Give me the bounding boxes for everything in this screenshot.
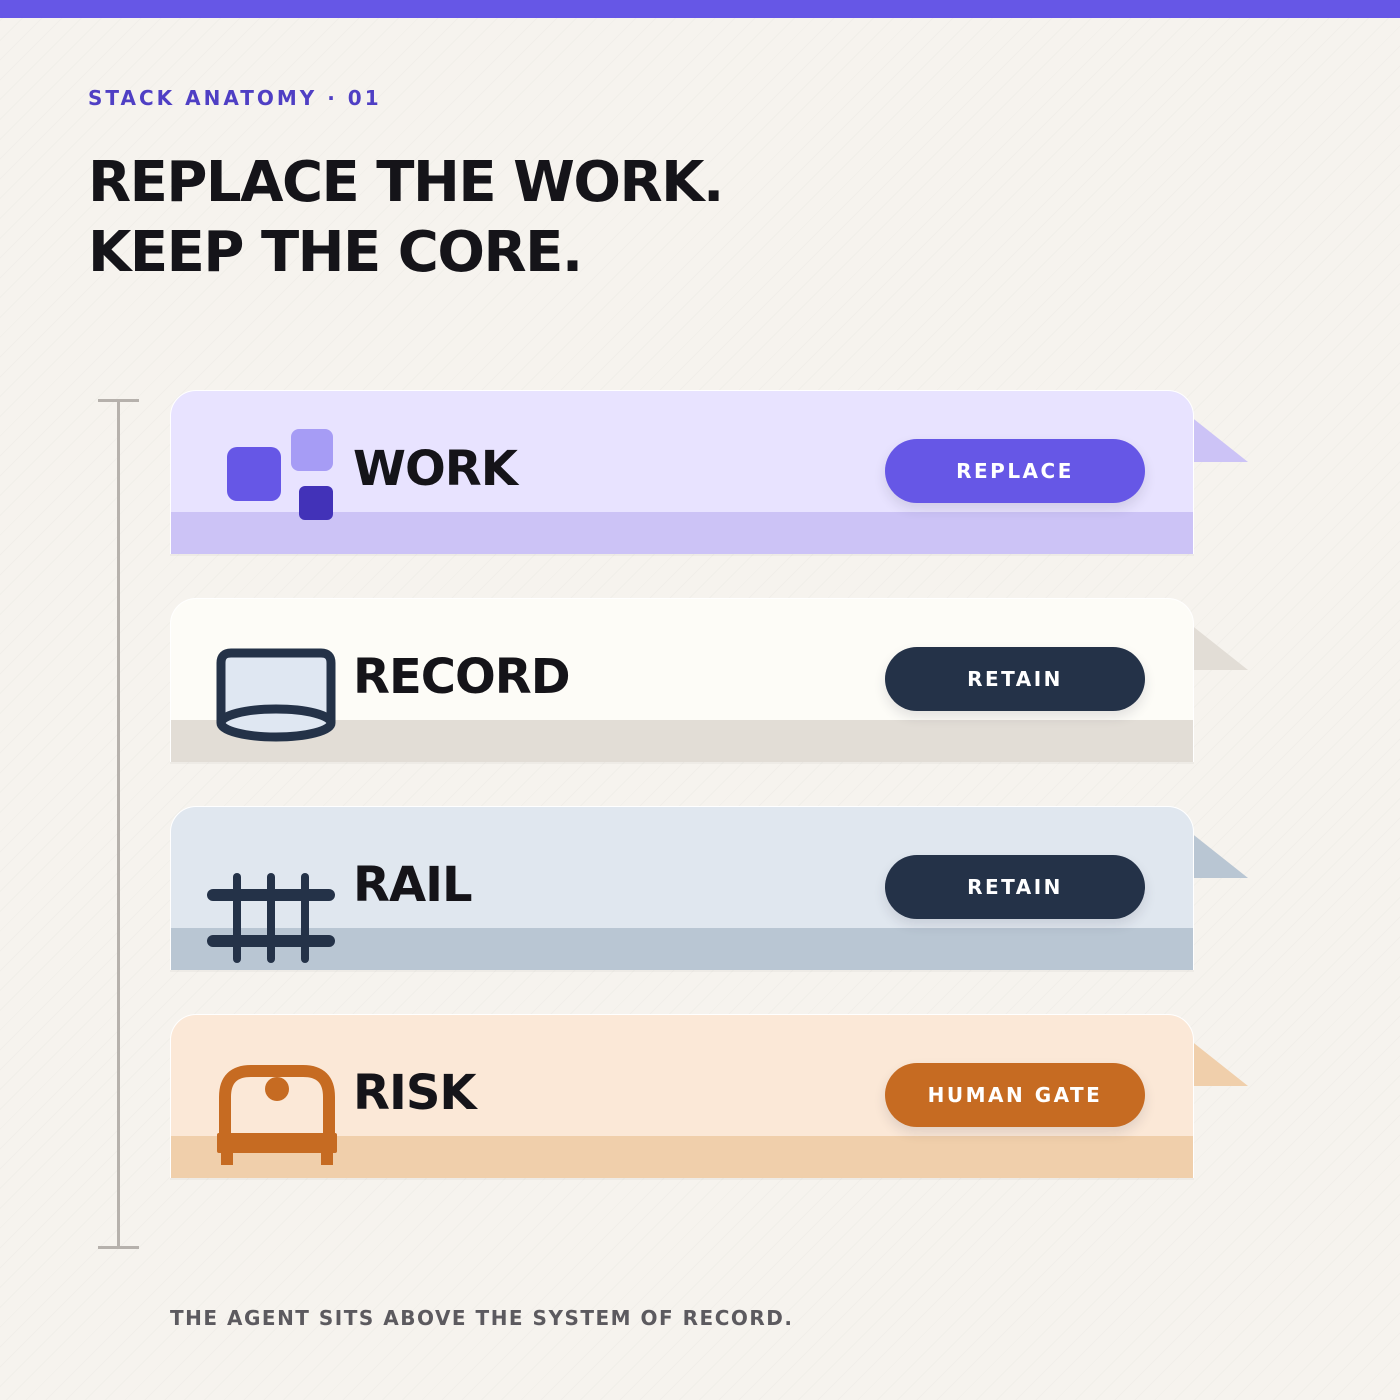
gate-icon [211, 1045, 341, 1165]
rail-track-icon [207, 837, 341, 963]
stack-bracket-line [117, 401, 120, 1248]
footnote: THE AGENT SITS ABOVE THE SYSTEM OF RECOR… [170, 1306, 794, 1330]
layer-rail-band [171, 928, 1193, 970]
stack-bracket-bottom-cap [98, 1246, 139, 1249]
layer-rail-card: RAIL RETAIN [170, 806, 1194, 970]
database-icon [211, 629, 341, 742]
layer-record-card: RECORD RETAIN [170, 598, 1194, 762]
layer-record-label: RECORD [353, 649, 571, 705]
headline-line-1: REPLACE THE WORK. [88, 150, 724, 215]
layer-risk-card: RISK HUMAN GATE [170, 1014, 1194, 1178]
layer-work-tab [1190, 416, 1248, 462]
retain-button-rail[interactable]: RETAIN [885, 855, 1145, 919]
layer-rail-tab [1190, 832, 1248, 878]
retain-button-record[interactable]: RETAIN [885, 647, 1145, 711]
layer-work-card: WORK REPLACE [170, 390, 1194, 554]
layer-record-tab [1190, 624, 1248, 670]
eyebrow-label: STACK ANATOMY · 01 [88, 86, 382, 110]
stack-bracket-top-cap [98, 399, 139, 402]
layer-record: RECORD RETAIN [170, 598, 1250, 764]
layer-rail-label: RAIL [353, 857, 473, 913]
layer-work: WORK REPLACE [170, 390, 1250, 556]
layer-risk-tab [1190, 1040, 1248, 1086]
layer-work-band [171, 512, 1193, 554]
layer-risk-band [171, 1136, 1193, 1178]
headline-line-2: KEEP THE CORE. [88, 220, 583, 285]
layer-risk: RISK HUMAN GATE [170, 1014, 1250, 1180]
headline: REPLACE THE WORK. KEEP THE CORE. [88, 148, 724, 288]
top-accent-bar [0, 0, 1400, 18]
layer-rail: RAIL RETAIN [170, 806, 1250, 972]
layer-work-label: WORK [353, 441, 518, 497]
layer-record-band [171, 720, 1193, 762]
human-gate-button[interactable]: HUMAN GATE [885, 1063, 1145, 1127]
layer-risk-label: RISK [353, 1065, 477, 1121]
blocks-icon [211, 421, 341, 531]
replace-button[interactable]: REPLACE [885, 439, 1145, 503]
